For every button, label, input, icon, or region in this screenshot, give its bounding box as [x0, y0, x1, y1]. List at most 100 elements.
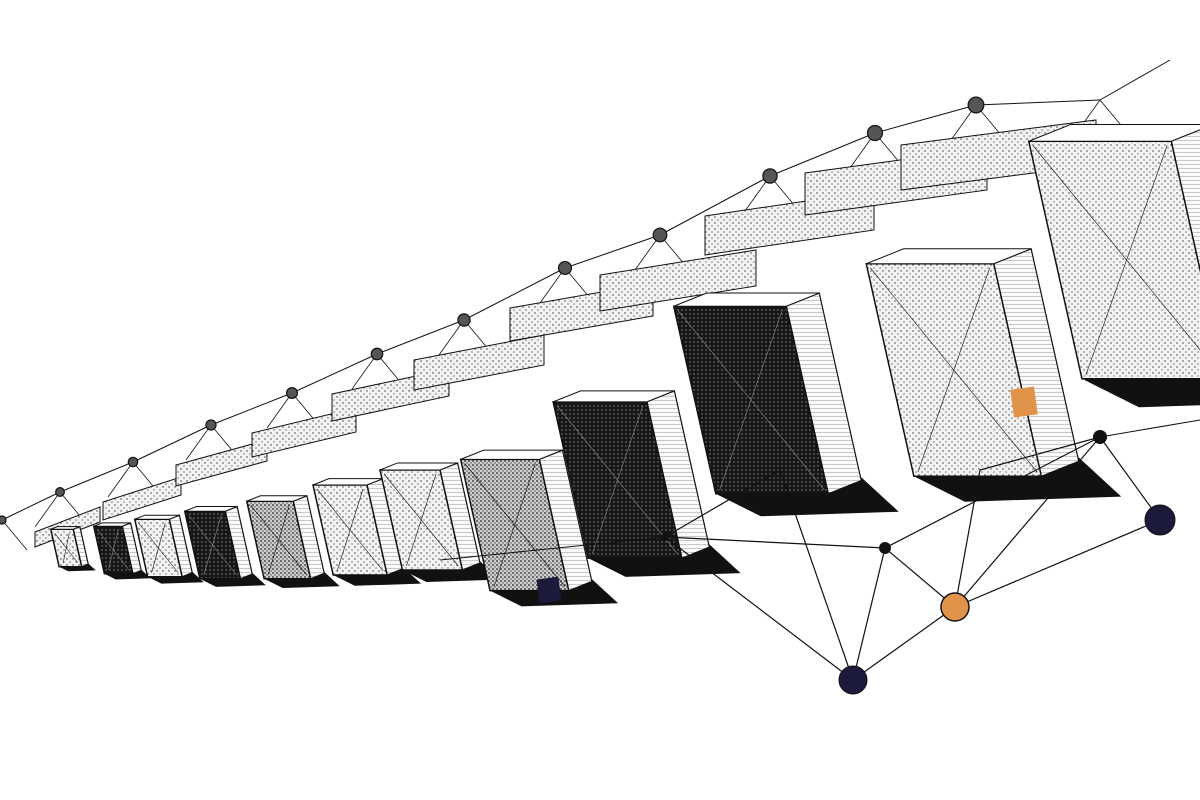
background-box — [175, 439, 268, 487]
book-top — [460, 449, 563, 460]
network-edge — [779, 469, 854, 681]
network-edge — [107, 461, 134, 498]
network-edge — [59, 461, 134, 493]
cover-line — [591, 405, 644, 555]
background-box — [251, 407, 357, 458]
network-edge — [975, 99, 1101, 106]
network-edge — [132, 424, 212, 463]
book — [245, 494, 340, 589]
book-shadow — [199, 572, 266, 587]
cover-line — [917, 267, 991, 473]
background-box — [102, 476, 182, 521]
orange-label — [1010, 386, 1038, 418]
network-edge — [954, 519, 1161, 608]
network-edge — [266, 392, 293, 429]
book-top — [50, 526, 81, 530]
network-top-chain — [0, 59, 1171, 551]
network-edge — [664, 536, 854, 681]
book-cover — [1027, 140, 1200, 380]
cover-line — [1085, 145, 1168, 375]
network-edge — [1099, 419, 1200, 438]
network-node — [879, 542, 891, 554]
network-edge — [1099, 59, 1171, 101]
network-node — [866, 124, 884, 142]
network-node — [1093, 430, 1107, 444]
book-row — [49, 124, 1200, 607]
network-edge — [376, 353, 403, 385]
book — [672, 292, 899, 517]
network-node — [370, 347, 384, 361]
network-edge — [463, 267, 566, 321]
network-edge — [34, 491, 61, 528]
network-edge — [438, 319, 465, 356]
book-shadow — [333, 567, 421, 586]
network-edge — [291, 353, 378, 394]
book — [133, 514, 204, 584]
network-node-orange — [940, 592, 970, 622]
book — [552, 390, 741, 577]
network-edge — [664, 536, 886, 549]
book — [1027, 124, 1200, 408]
network-node — [661, 533, 669, 541]
network-node — [557, 260, 573, 276]
book-top — [1028, 124, 1200, 142]
network-edge — [185, 424, 212, 461]
network-node — [205, 419, 217, 431]
network-edge — [852, 547, 886, 681]
network-edge — [954, 436, 1101, 608]
network-edge — [664, 469, 781, 538]
background-box — [413, 334, 545, 391]
book-shadow — [588, 544, 741, 577]
book-shadow — [147, 571, 204, 584]
book — [49, 525, 96, 572]
network-bottom — [439, 419, 1200, 695]
network-edge — [539, 267, 566, 304]
network-node — [457, 313, 471, 327]
network-edge — [979, 436, 1101, 471]
network-node — [55, 487, 65, 497]
network-edge — [0, 519, 3, 524]
book-shadow — [104, 569, 151, 580]
network-node-large — [1144, 504, 1176, 536]
network-node — [762, 168, 778, 184]
network-node — [652, 227, 668, 243]
cover-line — [336, 488, 364, 572]
cover-line — [406, 473, 437, 567]
network-edge — [564, 234, 661, 269]
cover-line — [108, 530, 119, 570]
navy-label — [536, 576, 562, 604]
network-edge — [884, 436, 1101, 549]
book-top — [93, 522, 131, 527]
network-node — [0, 515, 7, 525]
network-edge — [954, 469, 981, 608]
book — [312, 477, 421, 586]
cover-line — [719, 310, 783, 490]
network-node — [286, 387, 299, 400]
network-edge — [659, 175, 771, 236]
book-shadow — [264, 571, 340, 589]
network-node — [127, 456, 139, 468]
cover-line — [203, 515, 222, 575]
network-edge — [376, 319, 465, 355]
network-edge — [1099, 436, 1161, 521]
network-node-large — [838, 665, 868, 695]
network-edge — [210, 392, 293, 426]
book-top — [184, 505, 238, 512]
cover-line — [267, 505, 290, 575]
book-top — [246, 495, 308, 502]
book — [379, 462, 500, 582]
cover-line — [62, 533, 70, 563]
network-edge — [884, 547, 956, 608]
book-top — [134, 514, 180, 520]
book-shadow — [715, 477, 899, 517]
cover-line — [151, 523, 166, 573]
book-top — [379, 462, 458, 471]
book — [92, 522, 151, 580]
network-edge — [1, 491, 61, 521]
book-top — [866, 248, 1032, 265]
network-edge — [852, 606, 956, 681]
book-top — [552, 390, 675, 403]
network-edge — [1, 519, 28, 551]
network-edge — [439, 536, 666, 561]
